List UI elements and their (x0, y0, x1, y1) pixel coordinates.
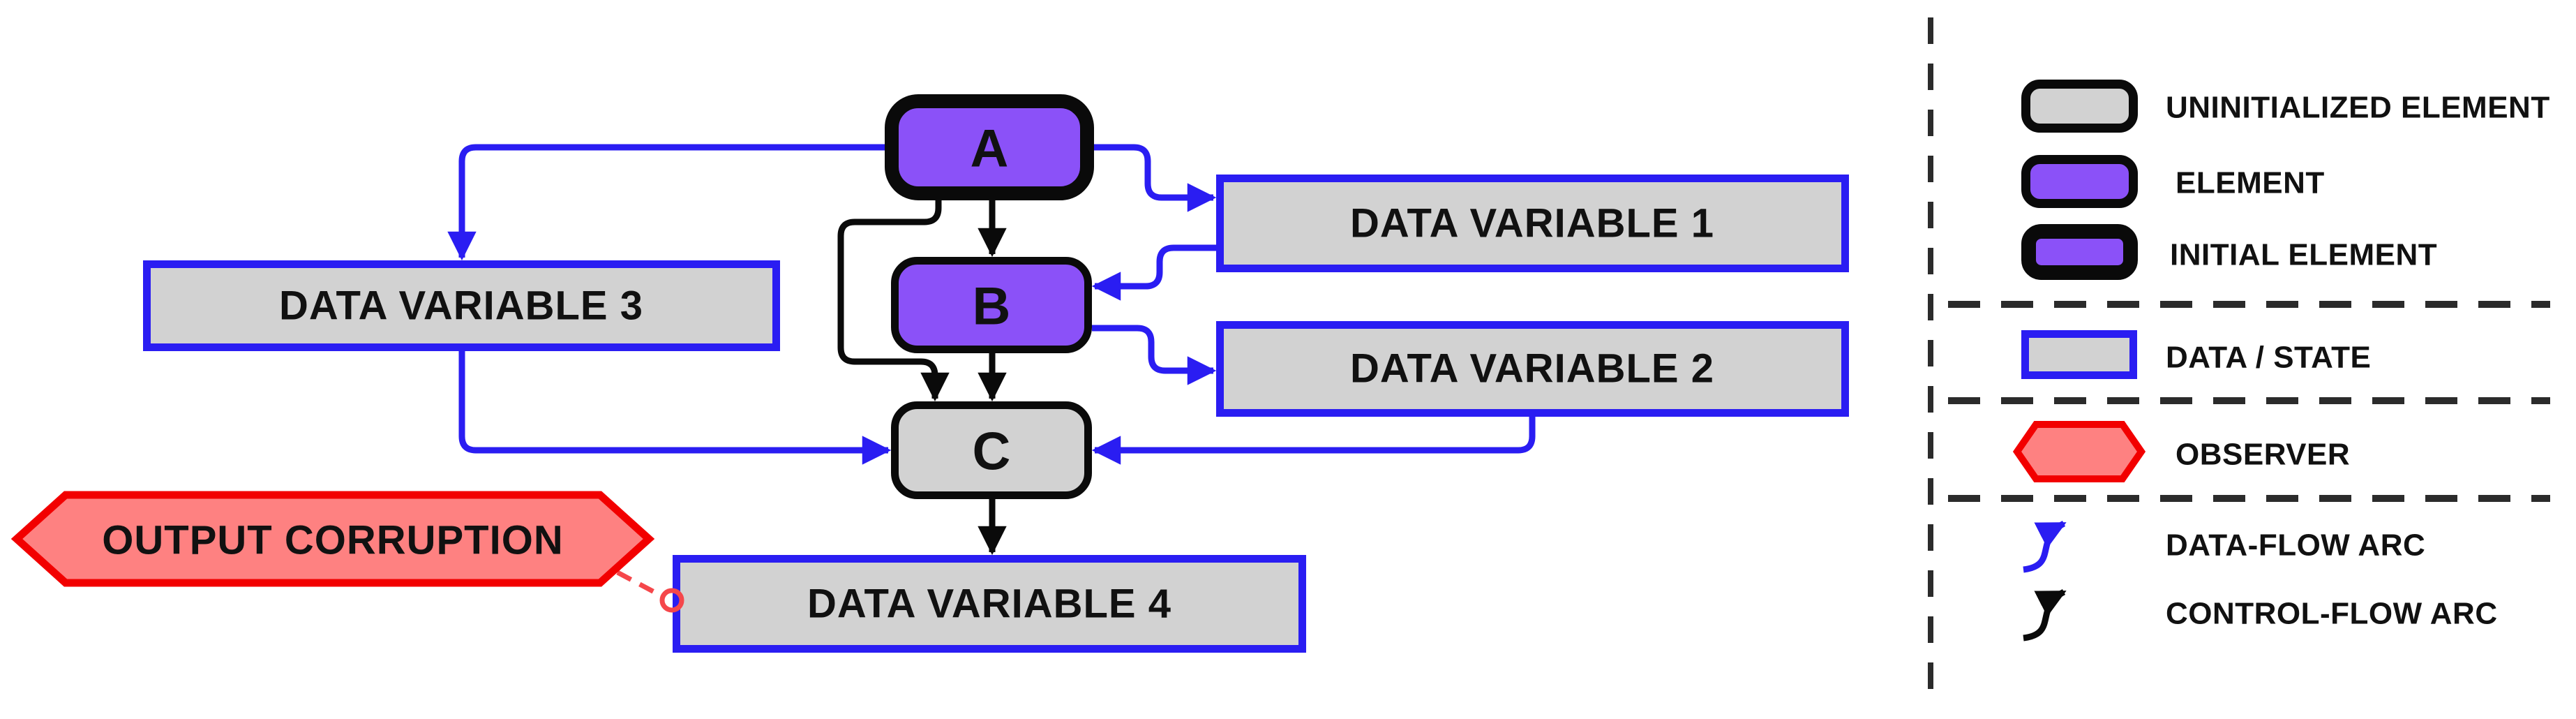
control-flow-arc-a-to-c (837, 200, 950, 402)
data-variable-2-box (1216, 321, 1849, 417)
legend-swatch-uninitialized-element (2021, 80, 2138, 133)
legend-item-uninitialized-element: UNINITIALIZED ELEMENT (2021, 80, 2550, 133)
node-a-initial-element: A (885, 94, 1094, 200)
legend-swatch-control-flow-arrow (2023, 588, 2067, 642)
legend-label-control-flow-arc: CONTROL-FLOW ARC (2166, 597, 2498, 631)
data-flow-arc-a-to-dv1 (1094, 144, 1217, 212)
data-flow-arc-b-to-dv2 (1092, 325, 1217, 385)
node-a-shape (885, 94, 1094, 200)
data-variable-3: DATA VARIABLE 3 (143, 260, 780, 351)
data-flow-arc-dv2-to-c (1091, 417, 1536, 465)
data-variable-2: DATA VARIABLE 2 (1216, 321, 1849, 417)
legend-swatch-initial-element (2021, 224, 2138, 280)
node-b-element: B (891, 257, 1092, 353)
data-variable-3-box (143, 260, 780, 351)
observer-label: OUTPUT CORRUPTION (102, 518, 563, 563)
legend-label-data-flow-arc: DATA-FLOW ARC (2166, 528, 2425, 563)
legend-item-initial-element: INITIAL ELEMENT (2021, 224, 2437, 280)
legend-label-element: ELEMENT (2176, 166, 2325, 200)
node-c-shape (891, 401, 1092, 499)
legend-label-observer: OBSERVER (2176, 438, 2350, 472)
legend-swatch-data-state (2021, 330, 2137, 379)
data-flow-arc-dv1-to-b (1091, 244, 1216, 301)
control-flow-edges (837, 200, 1007, 556)
data-variable-boxes: DATA VARIABLE 1 DATA VARIABLE 2 DATA VAR… (143, 175, 1849, 653)
node-c-uninitialized-element: C (891, 401, 1092, 499)
observer-attachment-ring (659, 588, 684, 613)
legend-swatch-observer-hexagon (2012, 421, 2146, 482)
legend-swatch-element (2021, 155, 2138, 208)
data-flow-edges (447, 144, 1536, 465)
legend: UNINITIALIZED ELEMENT ELEMENT INITIAL EL… (1928, 17, 2550, 702)
legend-swatch-data-flow-arrow (2023, 520, 2067, 573)
data-variable-1-box (1216, 175, 1849, 272)
observer-attachment-dashed-line (616, 570, 662, 598)
data-variable-1-label: DATA VARIABLE 1 (1350, 201, 1714, 246)
data-variable-2-label: DATA VARIABLE 2 (1350, 346, 1714, 392)
data-variable-1: DATA VARIABLE 1 (1216, 175, 1849, 272)
legend-item-data-state: DATA / STATE (2021, 330, 2371, 379)
legend-item-observer: OBSERVER (2012, 421, 2350, 482)
legend-label-data-state: DATA / STATE (2166, 341, 2371, 375)
data-variable-4-box (673, 555, 1306, 653)
observer-output-corruption: OUTPUT CORRUPTION (10, 491, 684, 613)
data-flow-arc-a-to-dv3 (447, 144, 885, 261)
data-flow-arc-dv3-to-c (458, 351, 892, 465)
legend-label-uninitialized-element: UNINITIALIZED ELEMENT (2166, 91, 2550, 125)
element-nodes: A B C (885, 94, 1094, 499)
node-a-label: A (971, 119, 1009, 179)
data-variable-4: DATA VARIABLE 4 (673, 555, 1306, 653)
legend-item-data-flow-arc: DATA-FLOW ARC (2023, 520, 2425, 573)
data-variable-3-label: DATA VARIABLE 3 (279, 283, 643, 329)
node-b-label: B (973, 277, 1011, 336)
node-b-shape (891, 257, 1092, 353)
legend-label-initial-element: INITIAL ELEMENT (2170, 238, 2437, 272)
legend-item-element: ELEMENT (2021, 155, 2325, 208)
observer-hexagon (10, 491, 655, 587)
legend-item-control-flow-arc: CONTROL-FLOW ARC (2023, 588, 2498, 642)
node-c-label: C (973, 422, 1011, 482)
data-variable-4-label: DATA VARIABLE 4 (807, 581, 1171, 627)
